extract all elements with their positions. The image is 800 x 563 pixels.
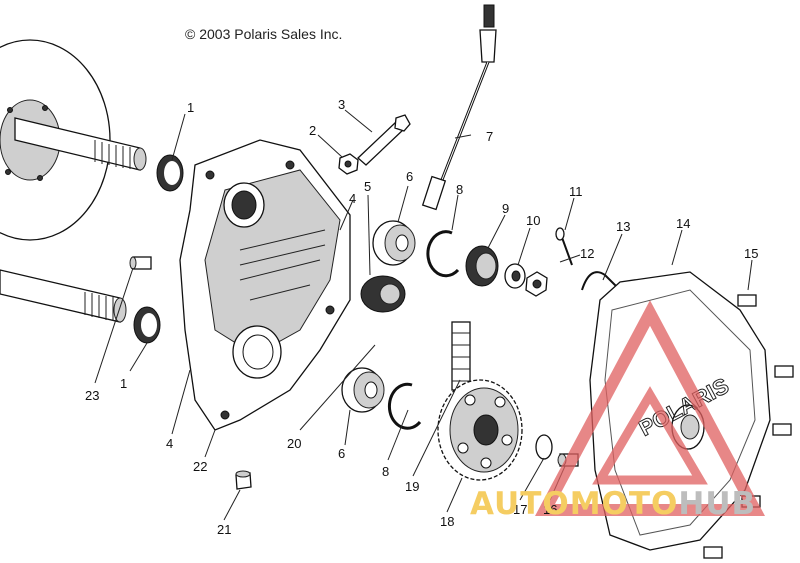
dipstick-7 — [421, 4, 497, 211]
tensioner-5 — [360, 275, 406, 313]
seal-upper — [156, 154, 184, 192]
callout-17: 17 — [513, 502, 528, 517]
copyright-notice: © 2003 Polaris Sales Inc. — [185, 26, 343, 42]
callout-15: 15 — [744, 246, 759, 261]
callout-7: 7 — [486, 129, 494, 144]
lower-shaft — [0, 269, 127, 323]
callout-6: 6 — [406, 169, 414, 184]
callout-1-lower: 1 — [120, 376, 128, 391]
callout-9: 9 — [502, 201, 510, 216]
callout-12: 12 — [580, 246, 595, 261]
callout-2: 2 — [309, 123, 317, 138]
callout-10: 10 — [526, 213, 541, 228]
callout-18: 18 — [440, 514, 455, 529]
callout-3: 3 — [338, 97, 346, 112]
bolt-3 — [357, 114, 411, 166]
sprocket-18 — [437, 379, 523, 481]
watermark-triangle — [535, 300, 765, 516]
callout-13: 13 — [616, 219, 631, 234]
callout-5: 5 — [364, 179, 372, 194]
callout-8: 8 — [456, 182, 464, 197]
chain-19 — [451, 321, 471, 391]
snap-ring-8-lower — [387, 382, 422, 430]
callout-19: 19 — [405, 479, 420, 494]
callout-21: 21 — [217, 522, 232, 537]
nut-12 — [525, 271, 548, 297]
watermark-part1: AUTOMOTO — [470, 486, 679, 522]
bearing-6-upper — [372, 220, 416, 266]
callout-1: 1 — [187, 100, 195, 115]
callout-8-lower: 8 — [382, 464, 390, 479]
callout-6-lower: 6 — [338, 446, 346, 461]
washer-17 — [535, 434, 553, 460]
watermark-text: AUTOMOTOHUB — [470, 486, 756, 522]
callout-16: 16 — [543, 502, 558, 517]
upper-shaft — [14, 117, 147, 171]
washer-10 — [504, 263, 526, 289]
chaincase-housing — [179, 139, 351, 431]
callout-20: 20 — [287, 436, 302, 451]
cotter-pin-11 — [555, 227, 573, 266]
callout-4: 4 — [349, 191, 357, 206]
leader-lines — [94, 109, 753, 521]
callout-23: 23 — [85, 388, 100, 403]
plug-21 — [235, 470, 252, 490]
snap-ring-8-upper — [426, 230, 460, 278]
nut-2 — [338, 153, 359, 175]
watermark-part2: HUB — [678, 486, 757, 522]
callout-14: 14 — [676, 216, 691, 231]
callout-4-lower: 4 — [166, 436, 174, 451]
bearing-6-lower — [341, 367, 385, 413]
callout-11: 11 — [569, 184, 583, 199]
sprocket-9 — [465, 245, 499, 287]
callout-22: 22 — [193, 459, 208, 474]
bolt-23 — [129, 256, 152, 270]
seal-lower — [133, 306, 161, 344]
